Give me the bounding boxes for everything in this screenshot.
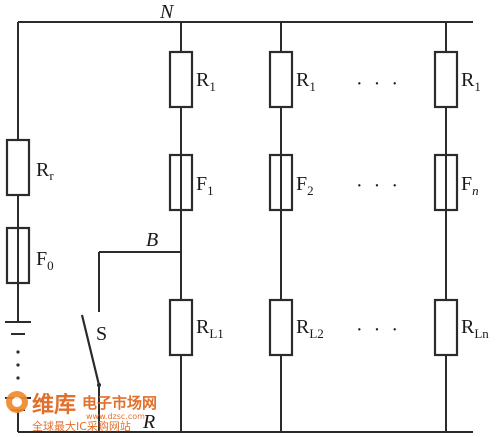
ellipsis-row1: · · · — [356, 73, 401, 95]
load-rln — [433, 298, 459, 357]
watermark-brand: 维库 — [32, 392, 76, 418]
load-rl2 — [268, 298, 294, 357]
switch-contact — [97, 383, 101, 387]
switch-label: S — [96, 323, 107, 345]
rr-label: Rr — [36, 159, 54, 183]
resistor-rr — [5, 138, 31, 197]
node-n-label: N — [159, 1, 175, 23]
branch2-r1-label: R1 — [296, 69, 316, 94]
node-r-label: R — [142, 411, 155, 433]
watermark-title: 电子市场网 — [82, 394, 157, 412]
f0-label: F0 — [36, 248, 54, 273]
branch2-load-label: RL2 — [296, 316, 324, 341]
ellipsis-row2: · · · — [356, 175, 401, 197]
resistor-r1-branch1 — [168, 50, 194, 109]
branch2-fuse-label: F2 — [296, 173, 314, 198]
wires — [17, 21, 473, 433]
branch1-r1-label: R1 — [196, 69, 216, 94]
watermark-url: www.dzsc.com — [86, 412, 145, 421]
branch1-load-label: RL1 — [196, 316, 224, 341]
branchn-load-label: RLn — [461, 316, 489, 341]
resistor-r1-branch2 — [268, 50, 294, 109]
switch-blade — [80, 314, 101, 386]
node-b-label: B — [146, 229, 158, 251]
watermark-slogan: 全球最大IC采购网站 — [32, 419, 131, 433]
branchn-r1-label: R1 — [461, 69, 481, 94]
ellipsis-row3: · · · — [356, 319, 401, 341]
load-rl1 — [168, 298, 194, 357]
watermark: 维库 电子市场网 www.dzsc.com 全球最大IC采购网站 — [6, 391, 157, 433]
branchn-fuse-label: Fn — [461, 173, 479, 198]
resistor-r1-branchn — [433, 50, 459, 109]
branch1-fuse-label: F1 — [196, 173, 214, 198]
